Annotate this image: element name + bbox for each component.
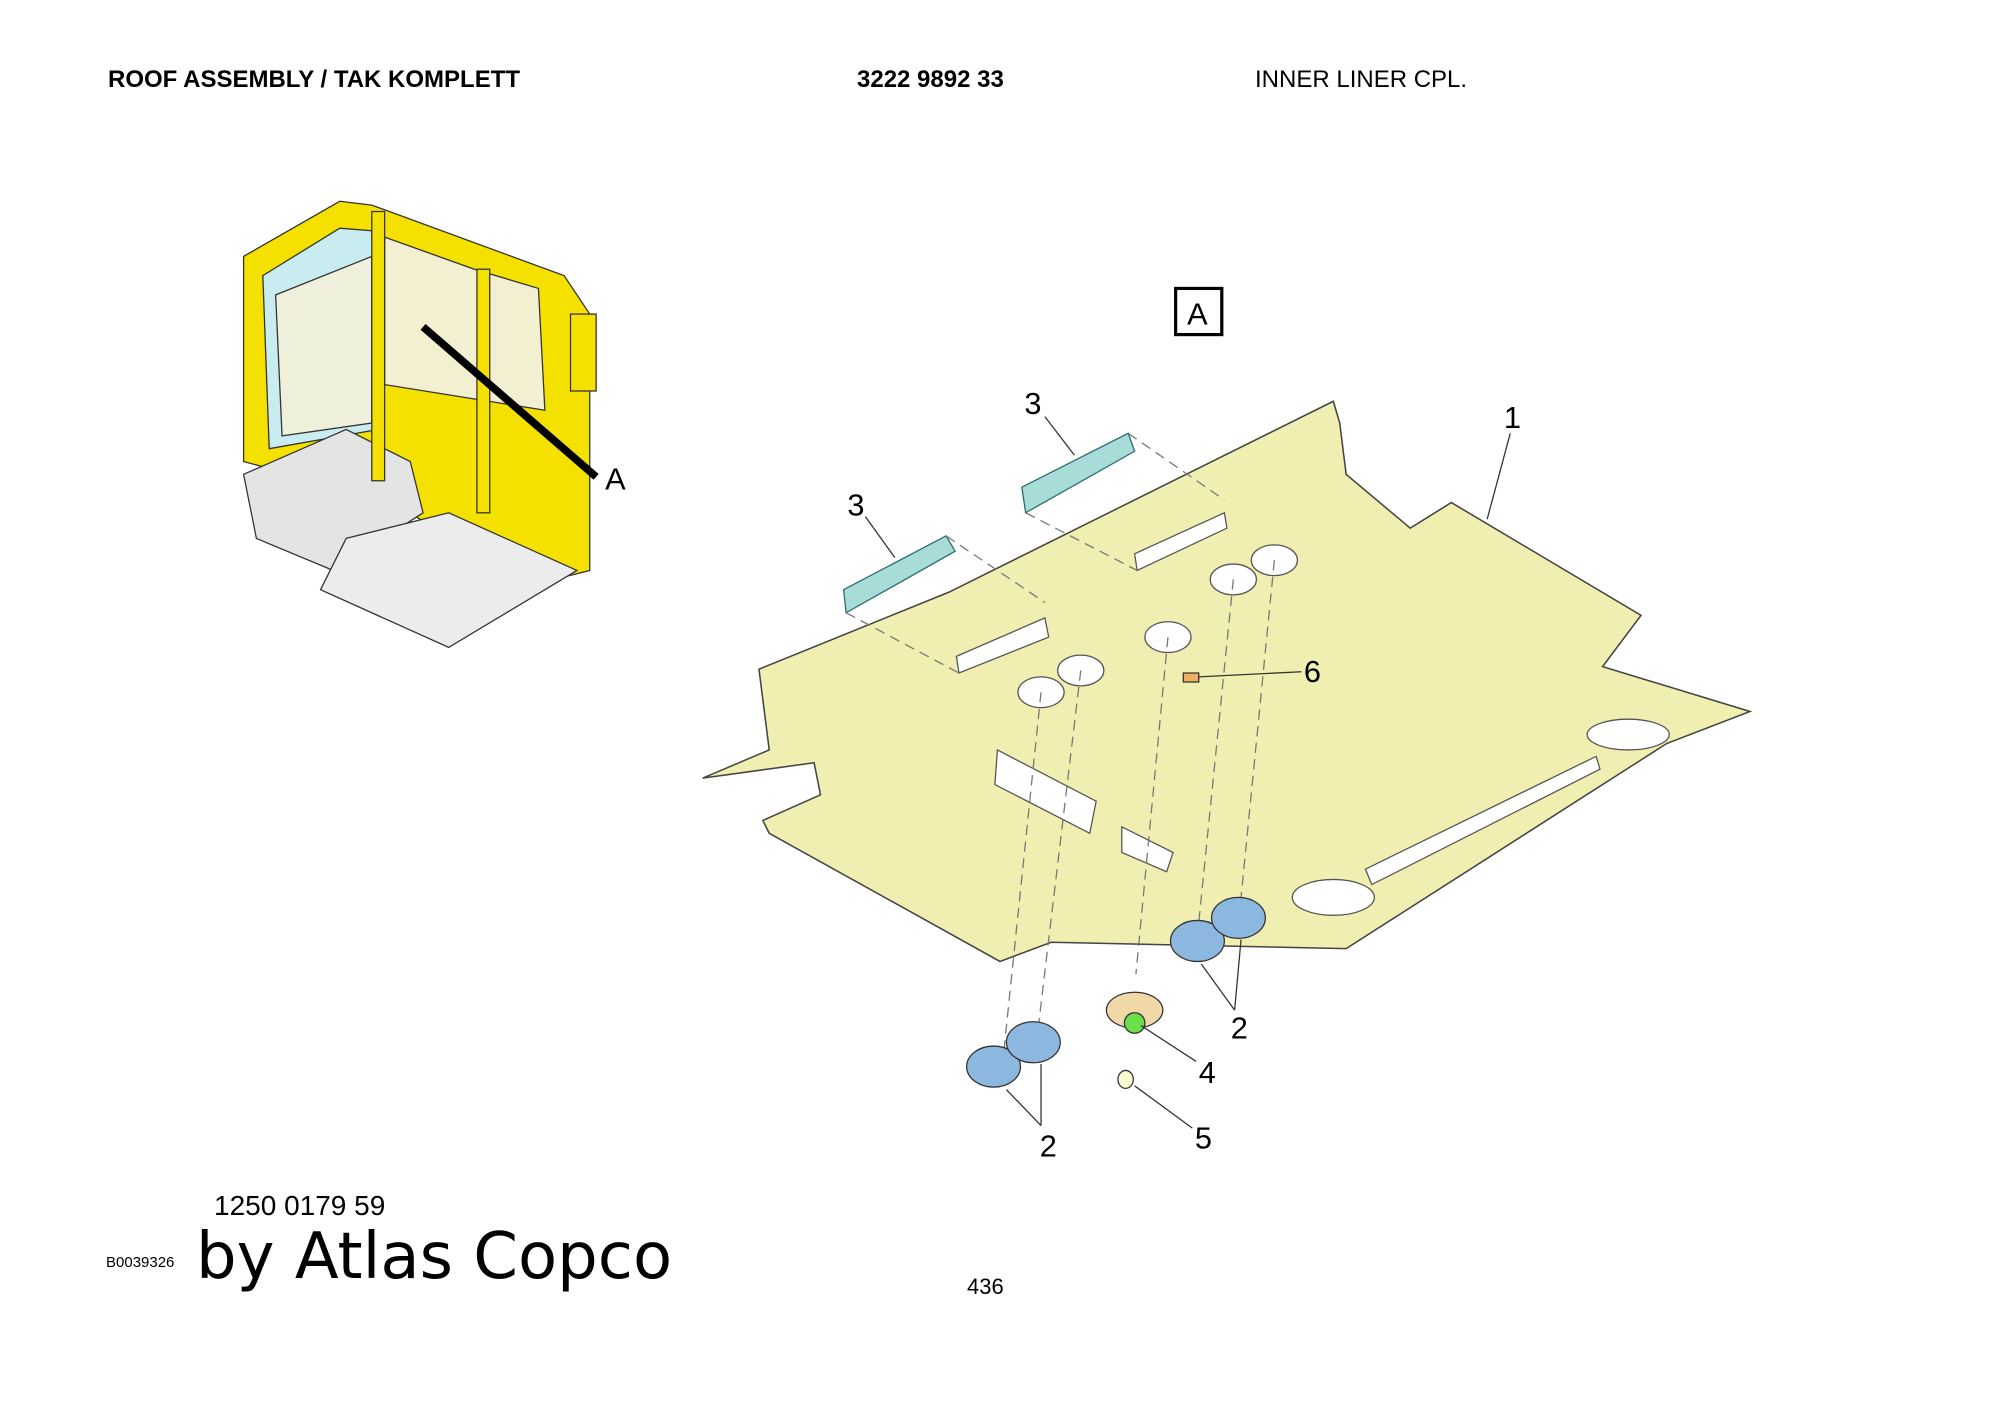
view-label-box xyxy=(1174,286,1224,337)
callout-leaders xyxy=(864,416,1511,1129)
reference-number: 1250 0179 59 xyxy=(214,1190,386,1221)
callout-3: 3 xyxy=(1024,386,1041,421)
inner-liner-part xyxy=(702,400,1753,963)
callout-3: 3 xyxy=(847,487,864,522)
callout-6: 6 xyxy=(1304,654,1321,689)
detail-pointer-label: A xyxy=(605,462,626,497)
brand-text: by Atlas Copco xyxy=(196,1220,673,1294)
assembly-lines xyxy=(845,432,1275,1052)
callout-4: 4 xyxy=(1199,1055,1216,1090)
cab-overview-illustration: A xyxy=(242,200,626,649)
callout-5: 5 xyxy=(1195,1121,1212,1156)
document-title: ROOF ASSEMBLY / TAK KOMPLETT xyxy=(108,66,521,93)
callout-2: 2 xyxy=(1040,1128,1057,1163)
air-grilles xyxy=(842,432,1136,614)
callout-1: 1 xyxy=(1504,400,1521,435)
drawing-code: B0039326 xyxy=(106,1254,175,1271)
page-number: 436 xyxy=(967,1274,1004,1299)
view-label: A xyxy=(1187,296,1208,331)
liner-openings xyxy=(955,511,1670,916)
part-number: 3222 9892 33 xyxy=(857,66,1004,93)
lamps xyxy=(966,672,1267,1090)
part-description: INNER LINER CPL. xyxy=(1255,66,1468,93)
callout-2: 2 xyxy=(1231,1010,1248,1045)
